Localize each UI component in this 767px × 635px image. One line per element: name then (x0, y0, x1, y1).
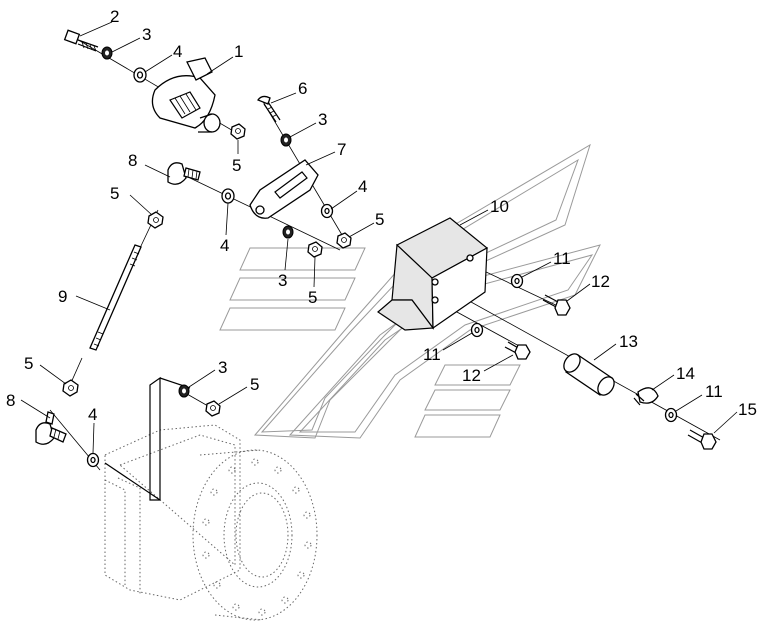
bolt-12a[interactable] (542, 294, 571, 316)
callout-2: 2 (110, 7, 119, 26)
callout-labels: 2 3 4 1 5 6 3 7 4 5 8 5 4 3 5 9 5 8 4 3 … (6, 7, 757, 424)
callout-1: 1 (234, 42, 243, 61)
gearbox-housing-outline (104, 424, 318, 621)
callout-3: 3 (278, 271, 287, 290)
bracket-7[interactable] (249, 159, 319, 219)
leader-lines (20, 21, 738, 454)
callout-8: 8 (6, 391, 15, 410)
callout-13: 13 (619, 332, 638, 351)
callout-5: 5 (375, 210, 384, 229)
nut-5b[interactable] (336, 232, 352, 249)
callout-5: 5 (308, 288, 317, 307)
flange-bolt-holes (202, 458, 312, 616)
flat-washer-4c[interactable] (221, 188, 235, 204)
callout-3: 3 (218, 358, 227, 377)
callout-11: 11 (423, 345, 441, 364)
lock-washer-3a[interactable] (101, 46, 113, 60)
lock-washer-3d[interactable] (178, 384, 190, 398)
nut-5c[interactable] (307, 241, 323, 258)
callout-11: 11 (705, 382, 723, 401)
flat-washer-4d[interactable] (86, 452, 100, 468)
callout-10: 10 (490, 197, 509, 216)
lock-washer-3b[interactable] (280, 133, 292, 147)
washer-11c[interactable] (664, 407, 678, 423)
nut-5e[interactable] (62, 379, 79, 397)
nut-5f[interactable] (205, 400, 221, 417)
flat-washer-4a[interactable] (133, 67, 147, 83)
housing-lever (104, 376, 191, 501)
washer-11b[interactable] (470, 322, 484, 338)
callout-9: 9 (58, 287, 67, 306)
bolt-12b[interactable] (504, 341, 531, 360)
callout-3: 3 (318, 110, 327, 129)
spacer-tube-13[interactable] (561, 351, 618, 398)
callout-5: 5 (110, 184, 119, 203)
callout-4: 4 (220, 236, 229, 255)
callout-12: 12 (462, 366, 481, 385)
callout-6: 6 (298, 79, 307, 98)
flat-washer-4b[interactable] (320, 203, 334, 219)
callout-5: 5 (24, 354, 33, 373)
callout-4: 4 (173, 42, 182, 61)
callout-4: 4 (358, 177, 367, 196)
cover-10[interactable] (377, 217, 489, 331)
sensor-1[interactable] (151, 57, 221, 133)
callout-12: 12 (591, 272, 610, 291)
ball-joint-8a[interactable] (167, 162, 201, 185)
callout-11: 11 (553, 249, 571, 268)
ball-joint-8b[interactable] (35, 411, 67, 445)
callout-5: 5 (250, 375, 259, 394)
callout-3: 3 (142, 25, 151, 44)
bolt-15[interactable] (687, 429, 717, 450)
callout-15: 15 (738, 400, 757, 419)
bolt-2[interactable] (63, 29, 99, 52)
callout-7: 7 (337, 140, 346, 159)
callout-5: 5 (232, 156, 241, 175)
threaded-rod-9[interactable] (89, 244, 142, 351)
washer-11a[interactable] (510, 273, 524, 289)
lock-washer-3c[interactable] (282, 225, 294, 239)
clamp-14[interactable] (633, 387, 659, 406)
nut-5d[interactable] (147, 211, 164, 229)
callout-4: 4 (88, 405, 97, 424)
nut-5a[interactable] (230, 123, 246, 140)
screw-6[interactable] (257, 95, 281, 123)
callout-8: 8 (128, 151, 137, 170)
callout-14: 14 (676, 364, 695, 383)
